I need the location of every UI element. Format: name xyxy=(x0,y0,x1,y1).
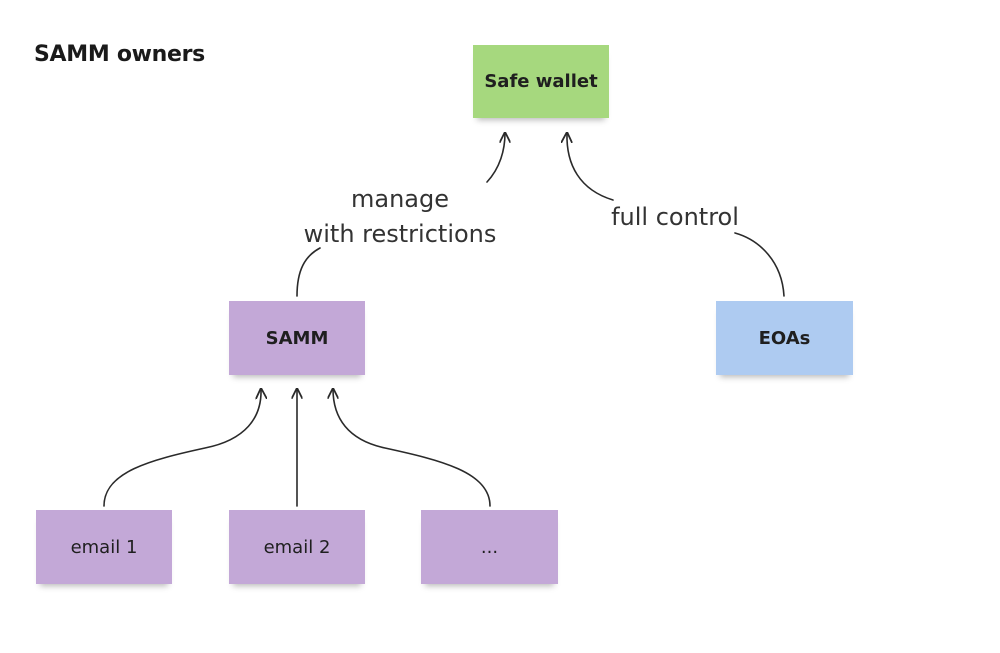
connector-samm-to-safe-upper xyxy=(486,133,505,183)
node-eoas[interactable]: EOAs xyxy=(716,301,853,375)
node-samm-label: SAMM xyxy=(265,327,329,349)
edge-label-full-control: full control xyxy=(611,203,739,231)
edge-label-manage-line1: manage xyxy=(350,185,449,213)
edge-label-manage: manage with restrictions xyxy=(300,182,500,252)
diagram-title: SAMM owners xyxy=(34,42,205,67)
node-eoas-label: EOAs xyxy=(758,327,811,349)
node-safe-wallet[interactable]: Safe wallet xyxy=(473,45,609,118)
connector-email1-to-samm xyxy=(103,389,261,507)
connector-eoas-to-safe-lower xyxy=(734,232,785,297)
edge-label-manage-line2: with restrictions xyxy=(303,220,497,248)
connector-eoas-to-safe-upper xyxy=(567,133,614,201)
node-email-2[interactable]: email 2 xyxy=(229,510,365,584)
node-safe-wallet-label: Safe wallet xyxy=(484,71,598,92)
connector-samm-to-safe-lower xyxy=(296,247,321,297)
node-samm[interactable]: SAMM xyxy=(229,301,365,375)
node-email-1-label: email 1 xyxy=(70,536,138,558)
node-email-2-label: email 2 xyxy=(263,536,331,558)
node-more-label: ... xyxy=(480,536,499,558)
node-more[interactable]: ... xyxy=(421,510,558,584)
node-email-1[interactable]: email 1 xyxy=(36,510,172,584)
connector-more-to-samm xyxy=(333,389,491,507)
